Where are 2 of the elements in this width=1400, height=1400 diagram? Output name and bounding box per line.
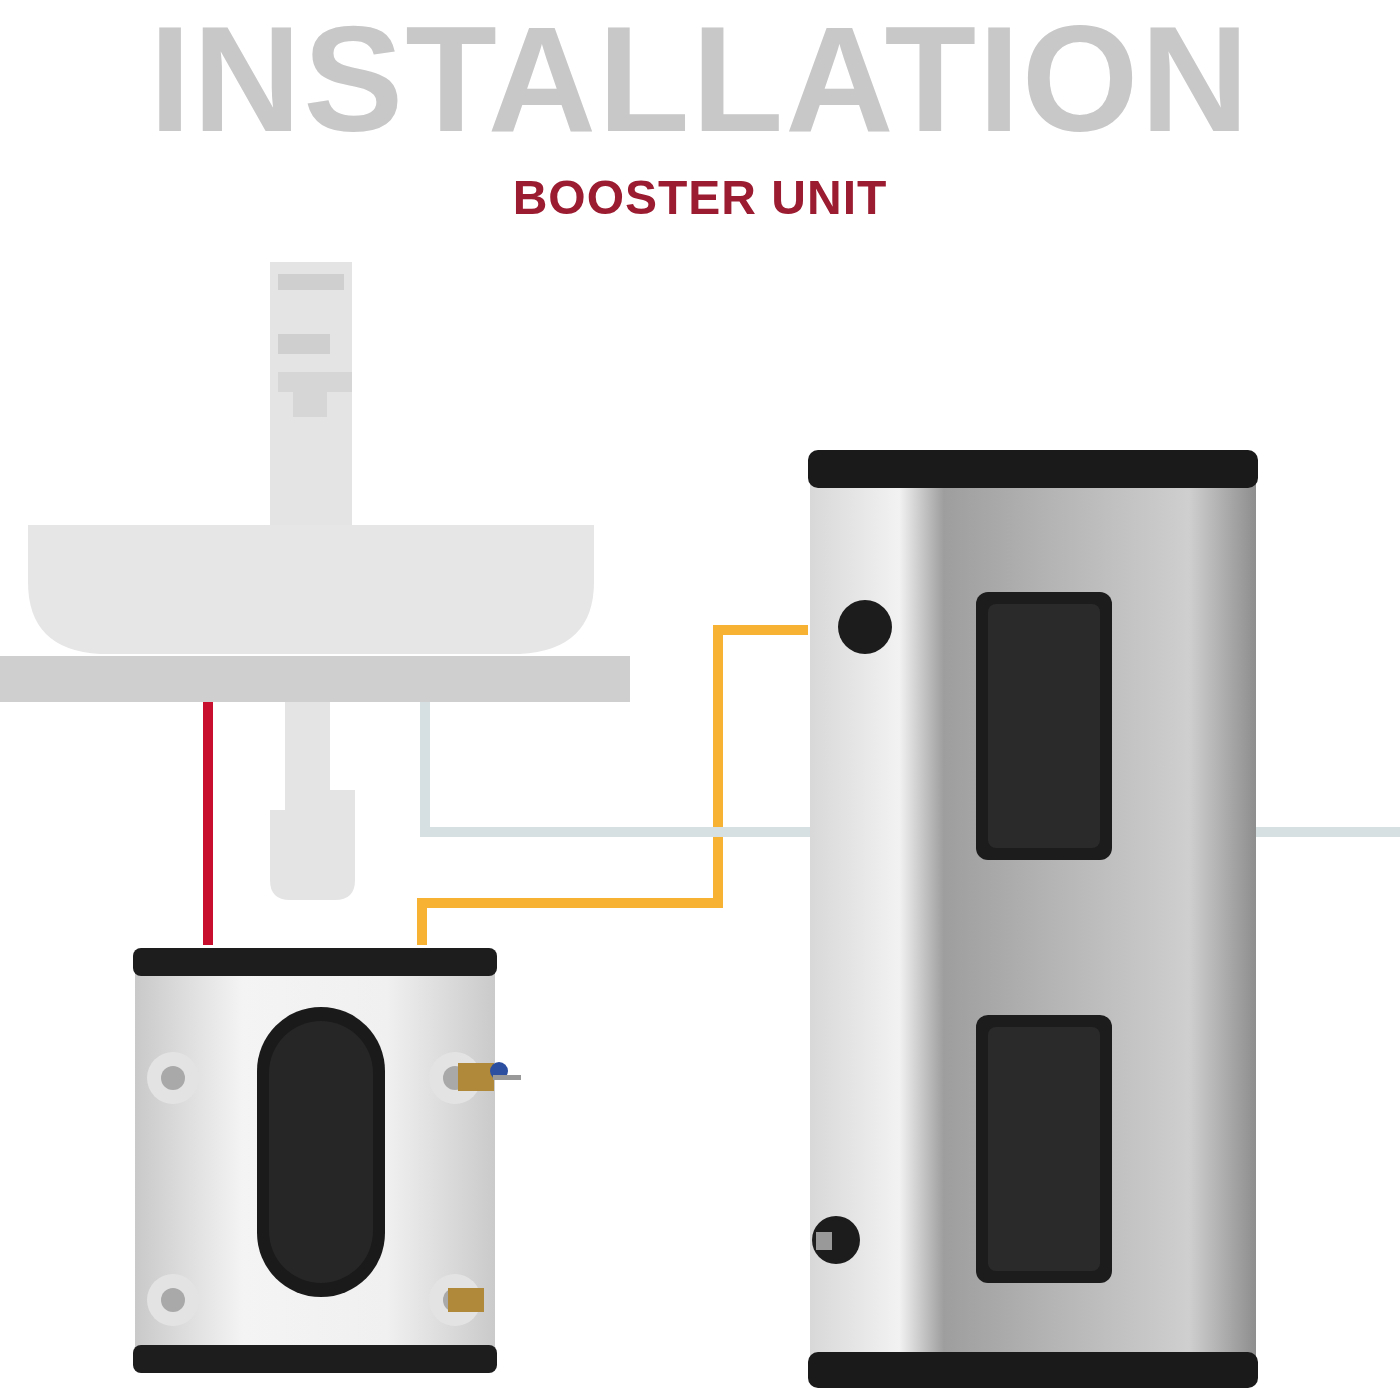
title: BOOSTER UNIT [512,171,888,224]
water-pipe [203,702,213,945]
